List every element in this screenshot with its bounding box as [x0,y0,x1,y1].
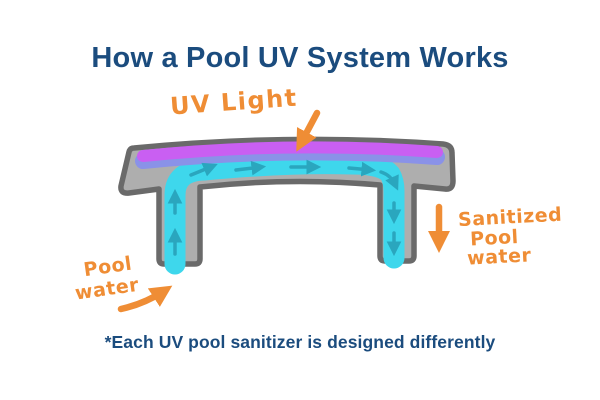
page-title: How a Pool UV System Works [91,42,509,74]
annotations: UV Light Pool water Sanitized Pool water [74,84,563,313]
svg-text:Pool: Pool [470,226,520,251]
svg-text:Sanitized: Sanitized [458,204,563,231]
flow-arrow-right-icon [347,161,377,177]
footnote: *Each UV pool sanitizer is designed diff… [104,332,496,352]
svg-text:water: water [467,244,532,269]
flow-arrow-right-icon [234,160,267,176]
flow-arrow-right-icon [189,162,218,177]
sanitized-water-label: Sanitized Pool water [458,204,563,270]
uv-lamp-strip [137,141,443,162]
water-flow-arrows [167,159,402,257]
pool-water-label: Pool water [74,253,141,305]
uv-light-label: UV Light [169,84,298,121]
svg-text:water: water [74,274,141,305]
pool-water-arrow-icon [117,285,173,313]
uv-light-arrow-icon [296,109,321,152]
flow-arrow-turn-icon [379,170,399,191]
